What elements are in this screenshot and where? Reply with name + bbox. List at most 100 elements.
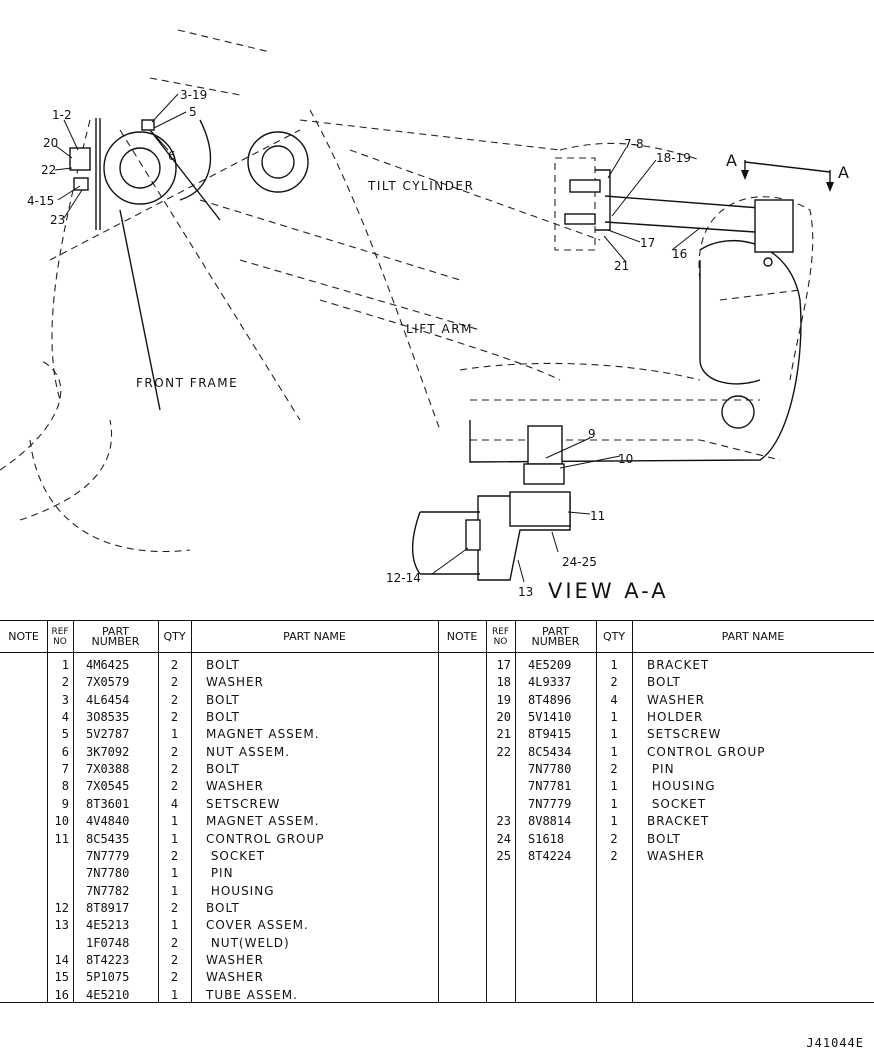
- table-cell-part: 1F0748: [86, 935, 130, 950]
- table-cell-ref: 17: [496, 658, 511, 672]
- table-cell-part: 5V2787: [86, 727, 130, 742]
- table-cell-ref: [486, 778, 511, 795]
- table-cell-ref: 5: [61, 727, 69, 742]
- table-cell-ref: 3: [61, 692, 69, 707]
- tilt-cylinder-label: TILT CYLINDER: [367, 179, 474, 193]
- col-divider: [47, 621, 48, 1002]
- section-letter-left: A: [726, 151, 740, 170]
- header-part-line2: NUMBER: [531, 635, 580, 648]
- table-cell-name: BOLT: [206, 900, 240, 915]
- col-divider: [486, 621, 487, 1002]
- table-cell-ref: 7: [61, 762, 69, 777]
- table-cell-part: 8T4224: [528, 848, 572, 863]
- header-qty-right: QTY: [602, 630, 626, 643]
- table-cell-name: SOCKET: [206, 848, 266, 863]
- front-frame-label: FRONT FRAME: [136, 376, 238, 390]
- table-cell-qty: 4: [610, 692, 618, 707]
- table-cell-qty: 2: [170, 710, 179, 725]
- right-sensor-assembly: [554, 157, 831, 267]
- header-ref-right: REF NO: [486, 621, 515, 653]
- header-ref-line2: NO: [53, 637, 67, 647]
- table-cell-part: 5V1410: [528, 710, 572, 725]
- left-sensor-assembly: [69, 118, 221, 230]
- col-divider: [191, 621, 192, 1002]
- table-cell-part: 8T4896: [528, 692, 572, 707]
- callout-11: 11: [590, 509, 605, 523]
- callout-9: 9: [588, 427, 596, 441]
- table-cell-name: WASHER: [206, 970, 264, 985]
- callout-6: 6: [168, 149, 176, 163]
- table-cell-qty: 1: [610, 744, 618, 759]
- header-ref-line2: NO: [493, 637, 508, 647]
- table-cell-qty: 2: [170, 935, 179, 950]
- table-cell-part: 4E5209: [528, 658, 572, 672]
- table-cell-part: 3K7092: [86, 744, 130, 759]
- table-cell-name: TUBE ASSEM.: [206, 987, 298, 1002]
- table-cell-ref: 12: [54, 900, 69, 915]
- table-cell-name: BOLT: [206, 692, 240, 707]
- callout-18-19: 18-19: [656, 151, 691, 165]
- header-name-right: PART NAME: [721, 630, 785, 643]
- table-cell-ref: 14: [54, 952, 69, 967]
- table-cell-part: 8V8814: [528, 814, 572, 829]
- header-ref-line1: REF: [51, 627, 69, 637]
- table-cell-ref: 11: [54, 831, 69, 846]
- table-cell-qty: 2: [610, 831, 618, 846]
- table-cell-ref: 9: [61, 796, 69, 811]
- machine-outline: [0, 29, 814, 552]
- table-header-row: [0, 621, 874, 653]
- table-cell-ref: 22: [496, 744, 511, 759]
- table-cell-ref: 25: [496, 848, 511, 863]
- table-cell-part: 8C5434: [528, 744, 572, 759]
- table-cell-part: 5P1075: [86, 970, 130, 985]
- table-cell-qty: 1: [170, 814, 179, 829]
- table-cell-part: 4V4840: [86, 814, 130, 829]
- table-cell-qty: 1: [170, 918, 179, 933]
- table-cell-part: 7X0388: [86, 762, 130, 777]
- table-cell-ref: 6: [61, 744, 69, 759]
- table-cell-name: WASHER: [647, 692, 705, 707]
- callout-16: 16: [672, 247, 687, 261]
- table-cell-part: 7N7782: [86, 883, 130, 898]
- drawing-code: J41044E: [806, 1036, 864, 1050]
- table-cell-name: WASHER: [206, 952, 264, 967]
- callouts: 1-2 20 22 4-15 23 3-19 5 6 7-8 18-19 17 …: [27, 88, 691, 599]
- table-cell-name: HOUSING: [206, 883, 275, 898]
- table-cell-ref: [47, 935, 69, 952]
- callout-20: 20: [43, 136, 58, 150]
- table-cell-ref: [47, 865, 69, 882]
- callout-21: 21: [614, 259, 629, 273]
- table-cell-part: 4E5213: [86, 918, 130, 933]
- table-cell-name: CONTROL GROUP: [647, 744, 766, 759]
- view-a-a-assembly: [411, 425, 571, 581]
- col-divider: [596, 621, 597, 1002]
- table-cell-name: PIN: [647, 762, 675, 777]
- callout-12-14: 12-14: [386, 571, 421, 585]
- section-letter-right: A: [838, 163, 852, 182]
- table-cell-part: 8T8917: [86, 900, 130, 915]
- table-cell-ref: [47, 883, 69, 900]
- table-cell-name: BOLT: [647, 831, 681, 846]
- lift-arm-label: LIFT ARM: [406, 322, 473, 336]
- callout-24-25: 24-25: [562, 555, 597, 569]
- table-cell-name: WASHER: [206, 779, 264, 794]
- parts-table: NOTE REF NO PART NUMBER QTY PART NAME NO…: [0, 620, 874, 1003]
- col-divider: [158, 621, 159, 1002]
- header-part-left: PART NUMBER: [73, 621, 158, 653]
- table-cell-qty: 2: [610, 762, 618, 777]
- table-cell-qty: 2: [170, 779, 179, 794]
- table-cell-name: PIN: [206, 866, 234, 881]
- table-cell-qty: 1: [610, 658, 618, 672]
- table-cell-part: 8T9415: [528, 727, 572, 742]
- table-cell-ref: 15: [54, 970, 69, 985]
- table-cell-name: SETSCREW: [206, 796, 281, 811]
- table-cell-name: CONTROL GROUP: [206, 831, 325, 846]
- table-cell-name: BRACKET: [647, 814, 710, 829]
- table-cell-ref: 20: [496, 710, 511, 725]
- table-cell-qty: 1: [170, 727, 179, 742]
- table-cell-part: 7X0579: [86, 675, 130, 690]
- table-cell-qty: 4: [170, 796, 179, 811]
- table-cell-part: 7N7779: [86, 848, 130, 863]
- callout-4-15: 4-15: [27, 194, 54, 208]
- header-note-right: NOTE: [446, 630, 478, 643]
